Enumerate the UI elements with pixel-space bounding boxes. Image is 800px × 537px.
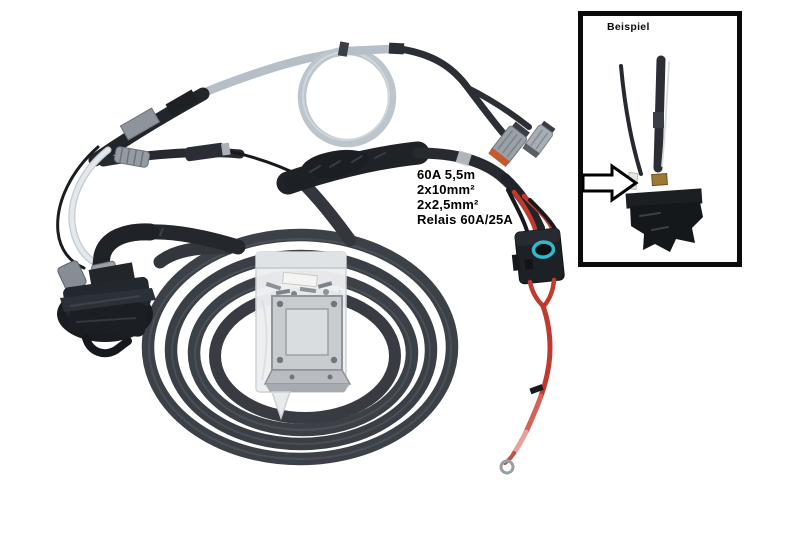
- inset-label: Beispiel: [607, 21, 650, 33]
- spec-line: 2x2,5mm²: [417, 197, 479, 212]
- relay: [511, 227, 565, 285]
- relay-branch: [412, 147, 560, 236]
- thin-black-wire: [56, 145, 100, 270]
- cable-tie: [337, 41, 350, 57]
- mounting-plate: [263, 295, 352, 392]
- inset-box: [578, 11, 742, 267]
- white-band: [455, 150, 472, 167]
- bag-corner: [270, 391, 292, 421]
- ring-terminal: [499, 459, 515, 475]
- splice-wrap: [276, 141, 430, 195]
- spec-line: 2x10mm²: [417, 182, 475, 197]
- branch-cables: [396, 45, 532, 137]
- inset-photo: [619, 55, 703, 252]
- trailer-socket-assembly: [57, 223, 246, 358]
- teal-marker: [531, 240, 556, 259]
- deutsch-connector-large: [488, 121, 530, 167]
- battery-cable-red: [499, 277, 557, 475]
- spec-annotation: 60A 5,5m 2x10mm² 2x2,5mm² Relais 60A/25A: [417, 167, 513, 227]
- spec-line: Relais 60A/25A: [417, 212, 514, 227]
- connector-orange-tip: [488, 147, 510, 167]
- ridged-barrel-connector: [114, 146, 150, 168]
- arrow-right-icon: [581, 163, 639, 203]
- deutsch-connector-small: [522, 120, 556, 159]
- white-cable: [69, 147, 111, 265]
- cable-tie: [529, 384, 544, 395]
- hardware-bag: [255, 251, 352, 421]
- brass-band: [651, 172, 668, 187]
- spec-line: 60A 5,5m: [417, 167, 476, 182]
- screw-parts: [265, 271, 333, 297]
- junction-assembly: [56, 87, 307, 270]
- red-wire: [511, 189, 539, 235]
- inline-connector: [184, 142, 231, 162]
- gray-boot-connector: [119, 107, 161, 141]
- gray-cable: [198, 41, 405, 148]
